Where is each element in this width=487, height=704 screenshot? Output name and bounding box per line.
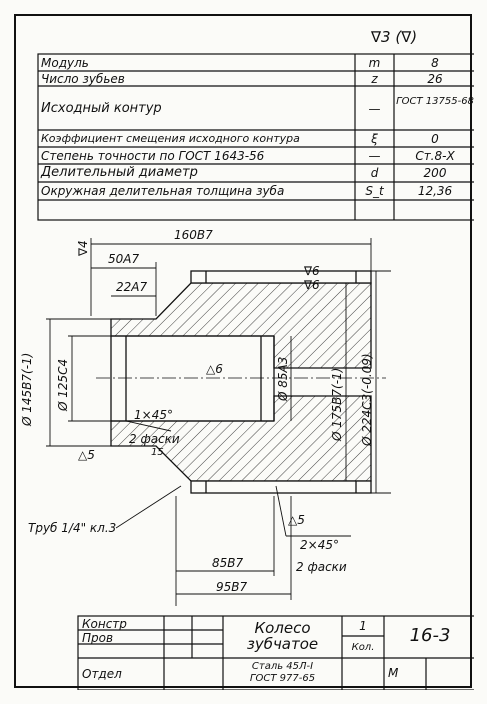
dim-22: 22А7 <box>116 280 148 294</box>
tb-part-name-2: зубчатое <box>246 635 319 653</box>
tb-qty-label: Кол. <box>351 642 375 653</box>
param-value-5: 200 <box>423 166 447 180</box>
chamfer-2-count: 2 фаски <box>296 560 347 574</box>
tb-qty: 1 <box>359 619 367 633</box>
dim-175: Ø 175В7(-1) <box>330 367 344 441</box>
param-symbol-6: S_t <box>365 184 384 198</box>
param-name-1: Число зубьев <box>41 72 125 86</box>
tb-part-name-1: Колесо <box>254 619 311 637</box>
drawing-sheet: ∇3 (∇) <box>14 14 474 690</box>
param-name-6: Окружная делительная толщина зуба <box>41 184 285 198</box>
chamfer-1-size: 1×45° <box>134 408 173 422</box>
tb-material-2: ГОСТ 977-65 <box>249 673 316 684</box>
roughness-low-1: △5 <box>78 448 95 462</box>
roughness-top-2: ∇6 <box>304 278 320 292</box>
dim-85: Ø 85А3 <box>276 356 290 401</box>
param-name-5: Делительный диаметр <box>41 165 198 180</box>
dim-15: 15 <box>151 447 164 458</box>
roughness-bore: △6 <box>206 362 223 376</box>
dim-95: 95В7 <box>216 580 248 594</box>
param-value-0: 8 <box>431 56 439 70</box>
param-symbol-2: — <box>368 102 381 116</box>
param-symbol-0: m <box>368 56 381 70</box>
drawing-lines <box>37 53 474 690</box>
dim-224: Ø 224С3(-0.09) <box>360 353 374 446</box>
dim-160: 160В7 <box>174 228 213 242</box>
tb-checker: Пров <box>82 631 114 645</box>
param-name-2: Исходный контур <box>41 101 162 116</box>
tb-material-1: Сталь 45Л-I <box>251 661 314 672</box>
tb-drawing-number: 16-3 <box>409 625 451 646</box>
general-roughness: ∇3 (∇) <box>371 28 418 46</box>
param-value-1: 26 <box>427 72 443 86</box>
param-value-4: Ст.8-Х <box>415 149 455 163</box>
tb-department: Отдел <box>82 667 122 681</box>
roughness-left: ∇4 <box>76 240 90 256</box>
param-name-0: Модуль <box>41 56 89 70</box>
dim-145: Ø 145В7(-1) <box>20 352 34 426</box>
param-symbol-1: z <box>371 72 378 86</box>
roughness-low-2: △5 <box>288 513 305 527</box>
param-value-2: ГОСТ 13755-68 <box>396 96 474 107</box>
chamfer-1-count: 2 фаски <box>129 432 180 446</box>
pipe-thread-note: Труб 1/4" кл.3 <box>28 521 117 535</box>
roughness-top-1: ∇6 <box>304 264 320 278</box>
param-symbol-4: — <box>368 149 381 163</box>
dim-85b: 85В7 <box>212 556 244 570</box>
dim-50: 50А7 <box>108 252 140 266</box>
param-name-4: Степень точности по ГОСТ 1643-56 <box>41 149 265 163</box>
param-name-3: Коэффициент смещения исходного контура <box>41 132 300 145</box>
chamfer-2-size: 2×45° <box>300 538 339 552</box>
param-symbol-3: ξ <box>371 132 378 146</box>
dim-125: Ø 125С4 <box>56 358 70 411</box>
param-symbol-5: d <box>370 166 379 180</box>
tb-scale: М <box>388 666 399 680</box>
param-value-3: 0 <box>431 132 439 146</box>
param-value-6: 12,36 <box>417 184 453 198</box>
tb-designer: Констр <box>82 617 127 631</box>
